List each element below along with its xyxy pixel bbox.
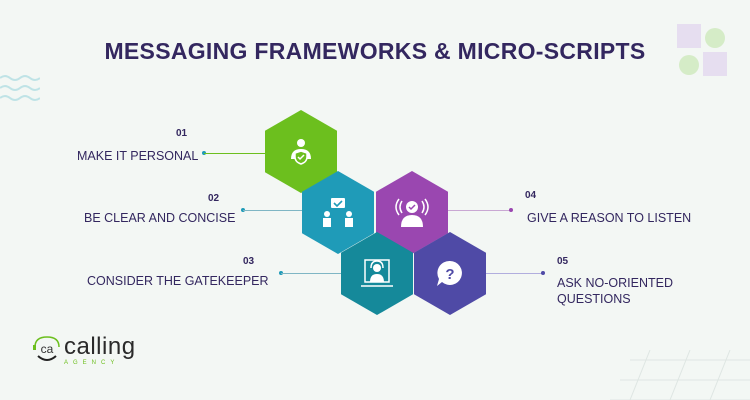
logo-subtext: AGENCY — [64, 360, 120, 366]
step-label: ASK NO-ORIENTED QUESTIONS — [557, 275, 673, 307]
question-bubble-icon: ? — [437, 260, 462, 286]
person-shield-icon — [291, 138, 311, 165]
step-number: 01 — [176, 128, 188, 139]
step-label: CONSIDER THE GATEKEEPER — [87, 274, 269, 288]
circle-decoration — [679, 55, 699, 75]
square-decoration — [703, 52, 727, 76]
connector-line — [243, 210, 303, 211]
logo-mark-icon: ca — [33, 336, 60, 361]
circle-decoration — [705, 28, 725, 48]
square-decoration — [677, 24, 701, 48]
step-label-line: ASK NO-ORIENTED — [557, 276, 673, 290]
connector-line — [204, 153, 268, 154]
step-label: BE CLEAR AND CONCISE — [84, 211, 236, 225]
step-number: 02 — [208, 193, 220, 204]
step-label-line: QUESTIONS — [557, 292, 631, 306]
conversation-icon — [323, 197, 353, 227]
connector-dot — [541, 271, 545, 275]
svg-text:?: ? — [445, 266, 454, 283]
broadcast-person-icon — [395, 198, 429, 227]
logo-text: calling — [64, 333, 136, 360]
step-label: GIVE A REASON TO LISTEN — [527, 211, 692, 225]
step-number: 04 — [525, 190, 537, 201]
connector-line — [448, 210, 510, 211]
step-label: MAKE IT PERSONAL — [77, 149, 199, 163]
step-number: 03 — [243, 256, 255, 267]
svg-text:ca: ca — [41, 342, 54, 356]
headset-agent-icon — [361, 258, 393, 287]
step-number: 05 — [557, 256, 569, 267]
connector-line — [486, 273, 542, 274]
connector-line — [281, 273, 341, 274]
page-title: MESSAGING FRAMEWORKS & MICRO-SCRIPTS — [104, 38, 646, 64]
grid-decoration — [610, 350, 750, 400]
connector-dot — [509, 208, 513, 212]
calling-agency-logo: ca calling AGENCY — [32, 335, 136, 366]
wave-decoration — [0, 75, 40, 101]
